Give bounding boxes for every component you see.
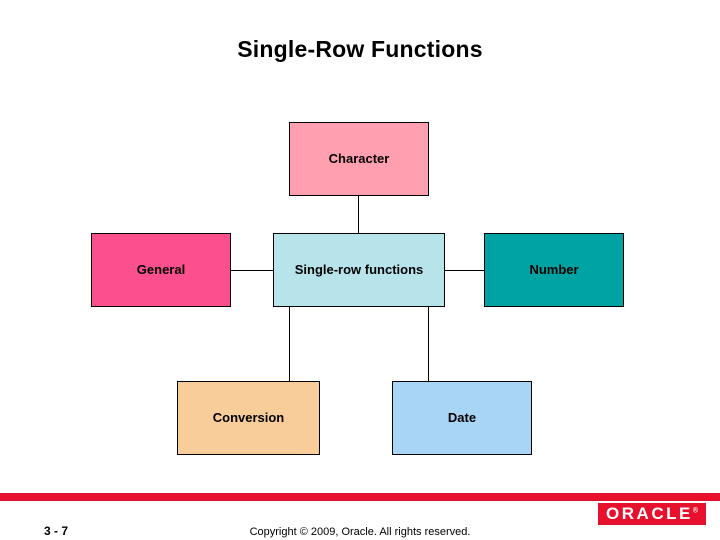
- node-date[interactable]: Date: [392, 381, 532, 455]
- node-single-row-functions[interactable]: Single-row functions: [273, 233, 445, 307]
- node-conversion-label: Conversion: [212, 409, 285, 425]
- node-general[interactable]: General: [91, 233, 231, 307]
- node-date-label: Date: [447, 409, 477, 425]
- page-title: Single-Row Functions: [237, 36, 483, 62]
- node-number-label: Number: [529, 261, 579, 277]
- node-conversion[interactable]: Conversion: [177, 381, 320, 455]
- footer-accent-bar: [0, 493, 720, 501]
- registered-trademark-icon: ®: [692, 507, 698, 515]
- node-general-label: General: [136, 261, 186, 277]
- node-number[interactable]: Number: [484, 233, 624, 307]
- connector-conversion-vertical: [289, 307, 290, 381]
- connector-general: [231, 270, 273, 271]
- connector-character: [358, 196, 359, 233]
- node-center-label: Single-row functions: [294, 261, 424, 277]
- page-number: 3 - 7: [44, 524, 69, 538]
- node-character-label: Character: [328, 150, 390, 166]
- copyright-notice: Copyright © 2009, Oracle. All rights res…: [249, 526, 471, 538]
- oracle-logo: ORACLE®: [598, 503, 706, 525]
- connector-date-vertical: [428, 307, 429, 381]
- connector-number: [445, 270, 484, 271]
- node-character[interactable]: Character: [289, 122, 429, 196]
- oracle-logo-text: ORACLE: [606, 504, 693, 523]
